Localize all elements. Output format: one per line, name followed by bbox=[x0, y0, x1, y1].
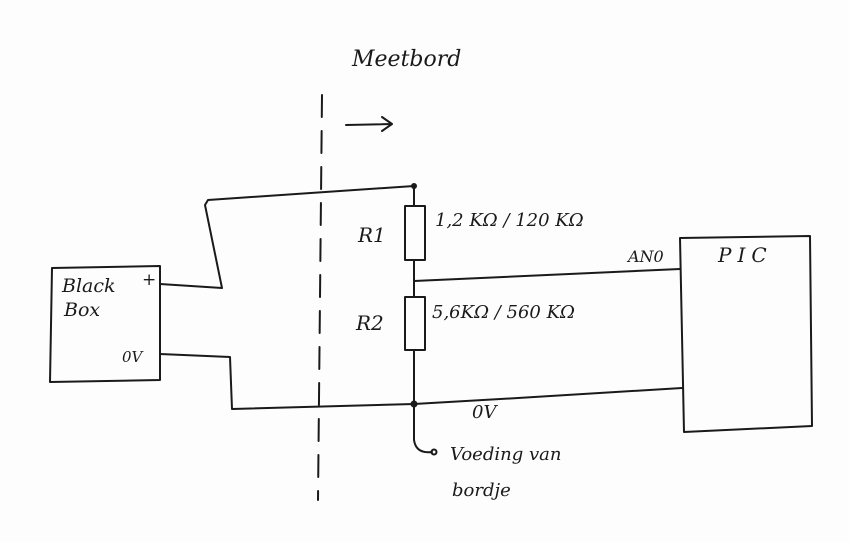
supply-note-1: Voeding van bbox=[450, 444, 561, 465]
wire-plus bbox=[159, 185, 415, 289]
r2-name: R2 bbox=[355, 311, 384, 335]
black-box bbox=[49, 265, 161, 383]
arrow-tip-icon bbox=[430, 448, 438, 456]
wire-pic-ground bbox=[413, 387, 683, 405]
plus-terminal: + bbox=[142, 270, 156, 290]
black-box-label-1: Black bbox=[61, 275, 116, 297]
wire-ground bbox=[159, 353, 415, 410]
ground-label: 0V bbox=[472, 402, 498, 423]
arrow-right-icon bbox=[345, 116, 393, 132]
wire-an0 bbox=[413, 268, 681, 282]
resistor-r2 bbox=[404, 296, 426, 351]
resistor-r1 bbox=[404, 205, 426, 261]
r2-value: 5,6KΩ / 560 KΩ bbox=[432, 302, 575, 323]
r1-name: R1 bbox=[357, 223, 386, 247]
r1-value: 1,2 KΩ / 120 KΩ bbox=[435, 210, 584, 231]
zero-terminal: 0V bbox=[122, 348, 145, 366]
supply-note-2: bordje bbox=[452, 480, 511, 501]
black-box-label-2: Box bbox=[63, 299, 100, 321]
pic-label: PIC bbox=[717, 243, 773, 267]
supply-arrow bbox=[413, 403, 433, 454]
pic-box bbox=[679, 235, 813, 433]
title: Meetbord bbox=[351, 47, 461, 72]
board-boundary bbox=[317, 94, 323, 501]
pin-an0: AN0 bbox=[626, 247, 664, 266]
